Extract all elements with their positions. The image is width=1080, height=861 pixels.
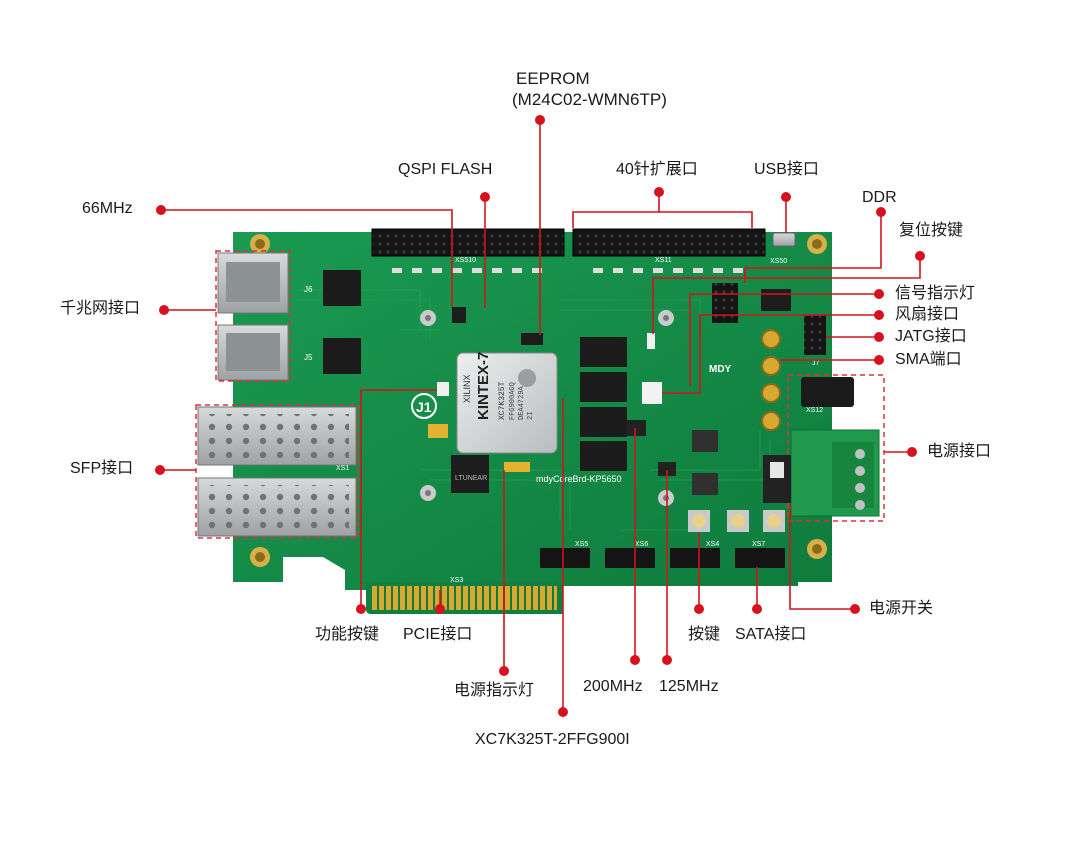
label-jtag-port: JATG接口: [895, 328, 967, 345]
silk-xs4: XS4: [706, 541, 719, 548]
sfp-cages: [195, 404, 359, 539]
callout-66mhz: [161, 209, 453, 307]
silk-j7: J7: [812, 360, 820, 367]
callout-lines: [160, 120, 921, 712]
tantalum-cap: [428, 424, 448, 438]
label-200mhz: 200MHz: [583, 678, 643, 695]
callout-signal-led: [689, 293, 879, 386]
eeprom-chip: [521, 333, 543, 345]
inductor-1: [692, 430, 718, 452]
label-func-button: 功能按键: [315, 626, 380, 643]
callout-dots: [155, 115, 925, 717]
silk-xs5: XS5: [575, 541, 588, 548]
phy-chip-1: [323, 270, 361, 306]
power-switch-toggle: [770, 462, 784, 478]
fpga-lot1: FFG900AGQ: [509, 382, 517, 420]
label-button: 按键: [688, 626, 721, 643]
led-row: [392, 268, 743, 273]
ddr-chips: [580, 337, 627, 471]
label-sma-port: SMA端口: [895, 351, 962, 368]
label-usb-port: USB接口: [754, 161, 819, 178]
label-power-led: 电源指示灯: [454, 682, 535, 699]
silk-xs7: XS7: [752, 541, 765, 548]
fpga-chip: XILINX KINTEX-7 XC7K325T FFG900AGQ DEA47…: [456, 352, 558, 454]
pin40-header: [572, 228, 766, 257]
qspi-pin-header: [371, 228, 565, 257]
power-module-label: LTUNEAR: [455, 475, 487, 482]
callout-fan: [662, 314, 879, 394]
silk-xs6: XS6: [635, 541, 648, 548]
osc-200mhz: [626, 420, 646, 436]
label-ddr: DDR: [862, 189, 897, 206]
label-eeprom-title: EEPROM: [516, 69, 590, 88]
callout-40pin-b: [659, 211, 753, 228]
func-button-chip: [437, 382, 449, 396]
label-fpga-part: XC7K325T-2FFG900I: [475, 731, 630, 748]
callout-ddr: [744, 212, 882, 283]
qspi-flash-chip: [452, 307, 466, 323]
label-reset-button: 复位按键: [899, 222, 964, 239]
silk-j5: J5: [304, 353, 313, 362]
silk-brand: MDY: [709, 364, 732, 375]
silk-xs11: XS11: [655, 257, 672, 264]
jtag-chip: [761, 289, 791, 311]
inductor-2: [692, 473, 718, 495]
osc-125mhz: [658, 462, 676, 476]
silk-j1: J1: [416, 399, 432, 415]
fan-connector: [642, 382, 662, 404]
label-signal-led: 信号指示灯: [895, 285, 976, 302]
silk-model: mdyCoreBrd-KP5650: [536, 474, 622, 484]
usb-connector: [772, 232, 796, 247]
label-power-switch: 电源开关: [869, 600, 934, 617]
silk-xs3: XS3: [450, 577, 463, 584]
power-led-chip: [504, 462, 530, 472]
label-gigabit-eth: 千兆网接口: [60, 300, 141, 317]
mounting-holes: [250, 234, 827, 567]
fpga-family: KINTEX-7: [475, 352, 492, 420]
silk-xs12: XS12: [806, 407, 823, 414]
label-sata-port: SATA接口: [735, 626, 807, 643]
sma-connectors: [761, 329, 781, 431]
silk-j1-badge: J1: [411, 393, 437, 419]
silk-xs510: XS510: [455, 257, 476, 264]
power-terminal: [787, 374, 885, 522]
dc-barrel-jack: [801, 377, 854, 407]
label-pcie-port: PCIE接口: [403, 626, 473, 643]
ethernet-jacks: [215, 250, 291, 382]
fpga-code: XC7K325T: [498, 381, 507, 420]
fpga-brand: XILINX: [462, 374, 472, 403]
fpga-lot2: DEA4729A: [518, 386, 526, 420]
reset-button-chip: [647, 333, 655, 349]
callout-power-switch: [789, 504, 855, 610]
fpga-grade: 2I: [527, 412, 535, 420]
tactile-buttons: [688, 510, 785, 532]
callout-reset: [652, 256, 921, 334]
label-sfp-port: SFP接口: [70, 460, 134, 477]
label-fan-port: 风扇接口: [895, 306, 960, 323]
label-power-port: 电源接口: [927, 443, 992, 460]
label-eeprom-part: (M24C02-WMN6TP): [512, 90, 667, 109]
silk-xs50: XS50: [770, 258, 787, 265]
aux-pin-header: [712, 283, 738, 323]
phy-chip-2: [323, 338, 361, 374]
sata-connectors: [540, 548, 785, 568]
label-125mhz: 125MHz: [659, 678, 719, 695]
label-qspi-flash: QSPI FLASH: [398, 161, 493, 178]
silk-j6: J6: [304, 285, 313, 294]
power-module: [451, 455, 489, 493]
callout-40pin-a: [572, 192, 660, 228]
pcie-gold-fingers: [371, 586, 557, 610]
silk-xs1: XS1: [336, 465, 349, 472]
label-66mhz: 66MHz: [82, 200, 133, 217]
callout-func-btn: [360, 389, 437, 609]
jtag-pin-header: [804, 315, 826, 355]
label-40pin-header: 40针扩展口: [616, 161, 698, 178]
